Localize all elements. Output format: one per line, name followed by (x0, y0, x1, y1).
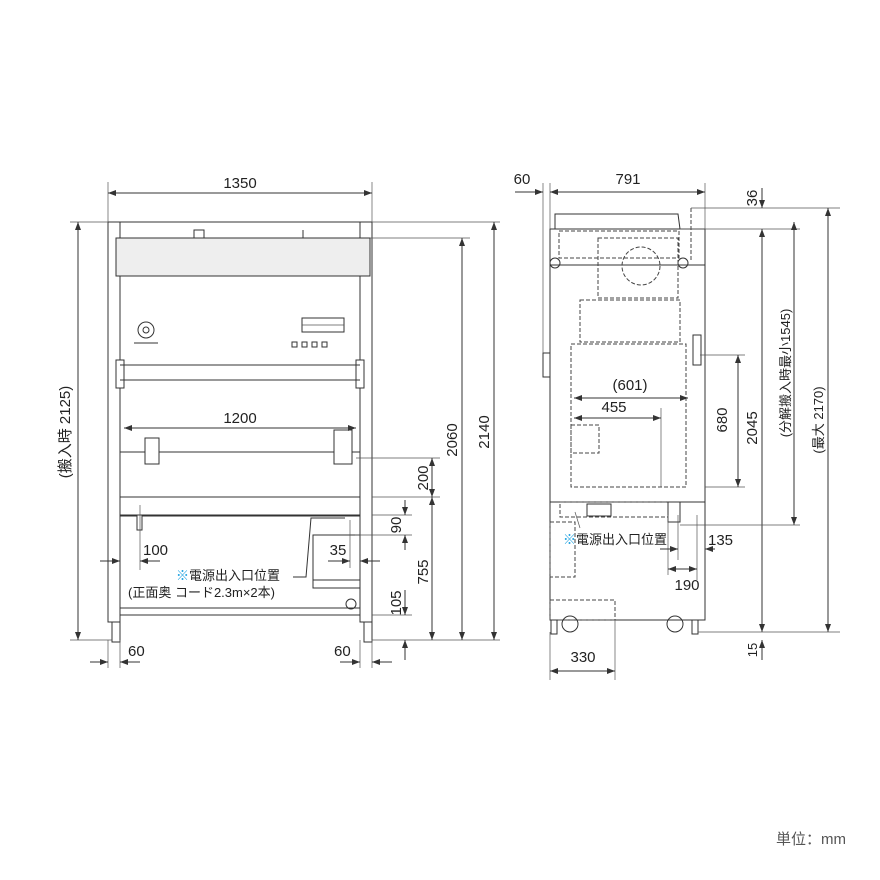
dim-35: 35 (330, 542, 347, 559)
leg-left (111, 621, 121, 643)
right-post (359, 221, 373, 623)
dim-755: 755 (415, 559, 432, 584)
dim-2060: 2060 (444, 423, 461, 456)
sash-handle-left (144, 437, 160, 465)
dim-330: 330 (570, 649, 595, 666)
side-hood (549, 228, 706, 266)
dim-2045: 2045 (744, 411, 761, 444)
dim-36: 36 (744, 190, 761, 207)
control-panel (291, 317, 345, 348)
dim-1350: 1350 (223, 175, 256, 192)
front-view: 1350 1200 (搬入時 2125) 2060 2140 200 755 9… (57, 175, 500, 668)
note-mark: ※ (176, 568, 189, 583)
dim-2125-transport: (搬入時 2125) (57, 386, 74, 479)
dim-90: 90 (388, 517, 405, 534)
svg-text:※電源出入口位置: ※電源出入口位置 (563, 532, 667, 547)
dim-2170-max: (最大 2170) (811, 386, 826, 453)
dim-455: 455 (601, 399, 626, 416)
side-power-inlet-note: 電源出入口位置 (576, 532, 667, 547)
dim-135: 135 (708, 532, 733, 549)
dim-680: 680 (714, 407, 731, 432)
dim-15: 15 (745, 643, 760, 657)
side-body (549, 264, 706, 621)
side-dim-60: 60 (514, 171, 531, 188)
power-inlet-detail: (正面奥 コード2.3m×2本) (128, 585, 275, 600)
dim-2140: 2140 (476, 415, 493, 448)
dim-105: 105 (388, 590, 405, 615)
dim-190: 190 (674, 577, 699, 594)
dim-1545-disassembled: (分解搬入時最小1545) (778, 309, 793, 438)
side-view: 60 791 36 2045 (分解搬入時最小1545) (最大 2170) 1… (514, 171, 840, 680)
exhaust-hood (115, 237, 371, 277)
dim-60-right: 60 (334, 643, 351, 660)
dim-100: 100 (143, 542, 168, 559)
dim-200: 200 (415, 465, 432, 490)
left-post (107, 221, 121, 623)
dim-60-left: 60 (128, 643, 145, 660)
biohazard-icon (134, 321, 158, 344)
dim-791: 791 (615, 171, 640, 188)
svg-text:※電源出入口位置: ※電源出入口位置 (176, 568, 280, 583)
sash-handle-right (333, 429, 353, 465)
power-inlet-note: 電源出入口位置 (189, 568, 280, 583)
side-note-mark: ※ (563, 532, 576, 547)
unit-label: 単位：mm (776, 831, 846, 848)
cabinet-body (119, 275, 361, 517)
dim-601: (601) (612, 377, 647, 394)
dim-1200: 1200 (223, 410, 256, 427)
leg-right (363, 621, 373, 643)
